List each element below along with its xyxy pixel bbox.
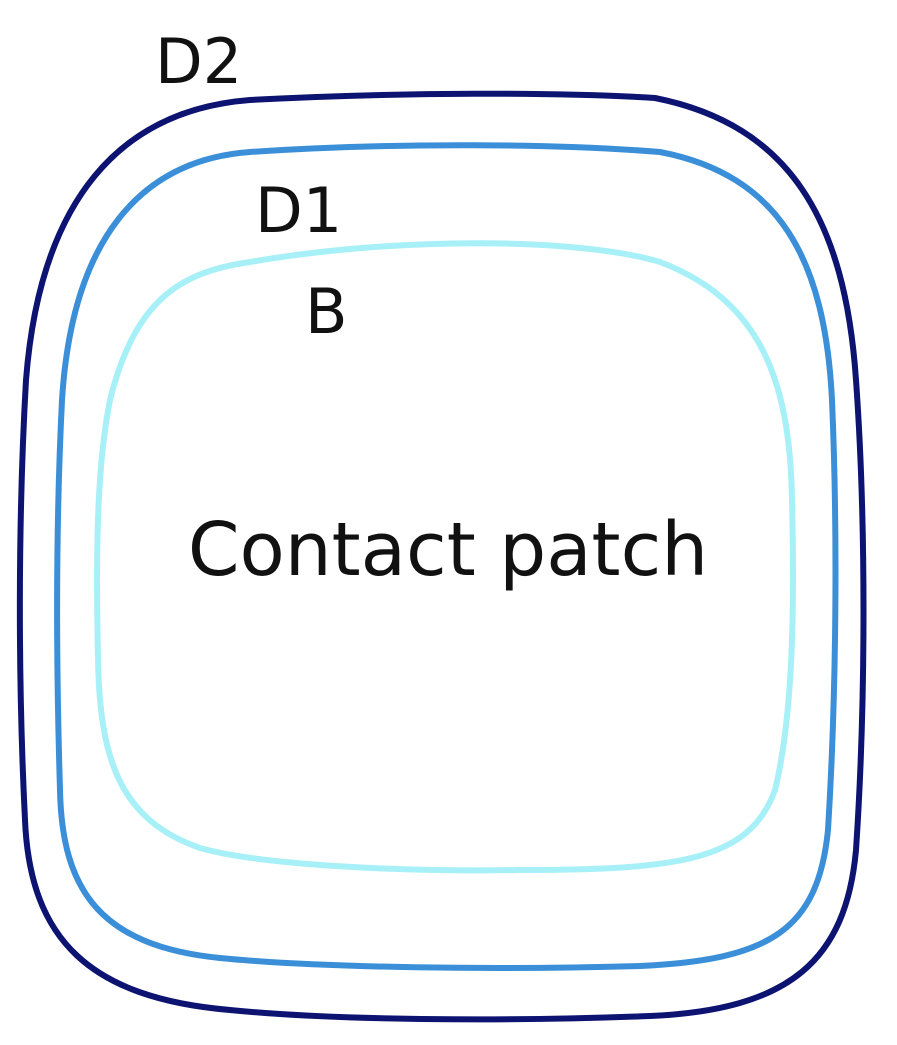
contour-d2 <box>16 90 867 1023</box>
label-d2: D2 <box>155 25 242 98</box>
contour-b <box>94 240 797 874</box>
label-d1: D1 <box>255 174 342 247</box>
label-b: B <box>305 275 348 348</box>
center-label: Contact patch <box>188 507 708 593</box>
contour-d1 <box>54 142 839 971</box>
